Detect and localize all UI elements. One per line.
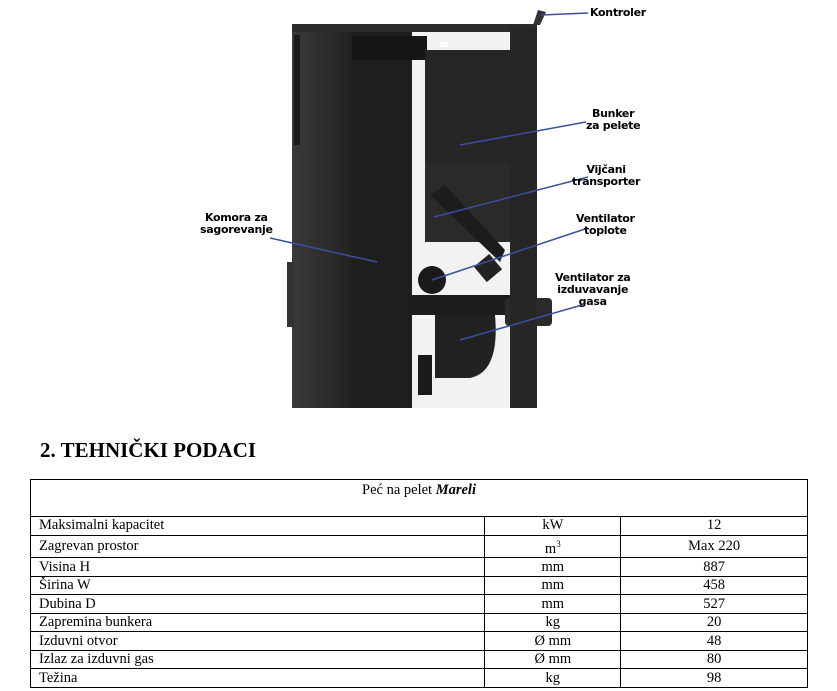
unit-superscript: 3 xyxy=(556,538,561,549)
label-bunker: Bunker za pelete xyxy=(586,107,641,132)
param-label: Širina W xyxy=(29,575,486,596)
param-value: 527 xyxy=(620,594,808,614)
front-panel xyxy=(292,28,352,408)
table-row: Maksimalni kapacitet kW 12 xyxy=(29,516,808,536)
label-kontroler: Kontroler xyxy=(590,6,646,19)
table-row: Izduvni otvor Ø mm 48 xyxy=(29,631,808,651)
callout-lines xyxy=(269,12,589,341)
param-value: 887 xyxy=(620,557,808,577)
technical-data-table: Peć na pelet Mareli Maksimalni kapacitet… xyxy=(29,479,808,688)
param-value: 80 xyxy=(620,649,808,670)
table-row: Težina kg 98 xyxy=(29,668,808,688)
param-label: Težina xyxy=(29,668,486,688)
param-label: Zagrevan prostor xyxy=(29,534,486,559)
param-unit: mm xyxy=(484,594,622,614)
door-handle xyxy=(287,262,294,327)
table-row: Širina W mm 458 xyxy=(29,575,808,596)
table-row: Dubina D mm 527 xyxy=(29,594,808,614)
stove-illustration xyxy=(269,10,589,408)
param-unit: kW xyxy=(484,516,622,536)
auger xyxy=(430,185,505,262)
stove-cross-section-diagram: Kontroler Bunker za pelete Vijčani trans… xyxy=(200,6,646,408)
section-heading: 2. TEHNIČKI PODACI xyxy=(40,438,257,462)
param-label: Dubina D xyxy=(29,594,486,614)
param-value: Max 220 xyxy=(620,534,808,559)
param-value: 458 xyxy=(620,575,808,596)
param-value: 20 xyxy=(620,612,808,633)
unit-text: Ø mm xyxy=(534,651,572,668)
label-vijcani-transporter: Vijčani transporter xyxy=(572,163,641,188)
model-name: Mareli xyxy=(435,482,476,498)
back-panel xyxy=(510,28,537,408)
label-ventilator-toplote: Ventilator toplote xyxy=(576,212,635,237)
unit-text: mm xyxy=(541,558,565,575)
combustion-chamber xyxy=(352,32,412,408)
param-value: 98 xyxy=(620,668,808,688)
table-row: Zapremina bunkera kg 20 xyxy=(29,612,808,633)
table-row: Visina H mm 887 xyxy=(29,557,808,577)
unit-text: kg xyxy=(545,614,561,631)
label-ventilator-gas: Ventilator za izduvavanje gasa xyxy=(555,271,631,308)
pellet-bunker xyxy=(425,50,510,162)
param-label: Visina H xyxy=(29,557,486,577)
param-label: Izlaz za izduvni gas xyxy=(29,649,486,670)
title-prefix: Peć na pelet xyxy=(362,482,436,498)
param-label: Maksimalni kapacitet xyxy=(29,516,486,536)
unit-text: kg xyxy=(545,669,561,686)
param-unit: mm xyxy=(484,557,622,577)
exhaust-fan xyxy=(435,315,496,378)
unit-text: kW xyxy=(542,517,564,534)
unit-text: mm xyxy=(541,595,565,612)
unit-text: mm xyxy=(541,577,565,594)
param-unit: Ø mm xyxy=(484,631,622,651)
param-unit: kg xyxy=(484,612,622,633)
label-komora: Komora za sagorevanje xyxy=(200,211,273,236)
param-unit: m3 xyxy=(484,534,622,559)
table-row: Zagrevan prostor m3 Max 220 xyxy=(29,534,808,559)
param-label: Zapremina bunkera xyxy=(29,612,486,633)
controller-knob xyxy=(533,10,546,25)
param-value: 48 xyxy=(620,631,808,651)
unit-text: Ø mm xyxy=(534,632,572,649)
param-unit: kg xyxy=(484,668,622,688)
table-title-row: Peć na pelet Mareli xyxy=(30,479,808,517)
table-title: Peć na pelet Mareli xyxy=(30,479,808,517)
param-unit: Ø mm xyxy=(484,649,622,670)
param-unit: mm xyxy=(484,575,622,596)
param-label: Izduvni otvor xyxy=(29,631,486,651)
table-row: Izlaz za izduvni gas Ø mm 80 xyxy=(29,649,808,670)
unit-text: m xyxy=(544,540,557,557)
param-value: 12 xyxy=(620,516,808,536)
